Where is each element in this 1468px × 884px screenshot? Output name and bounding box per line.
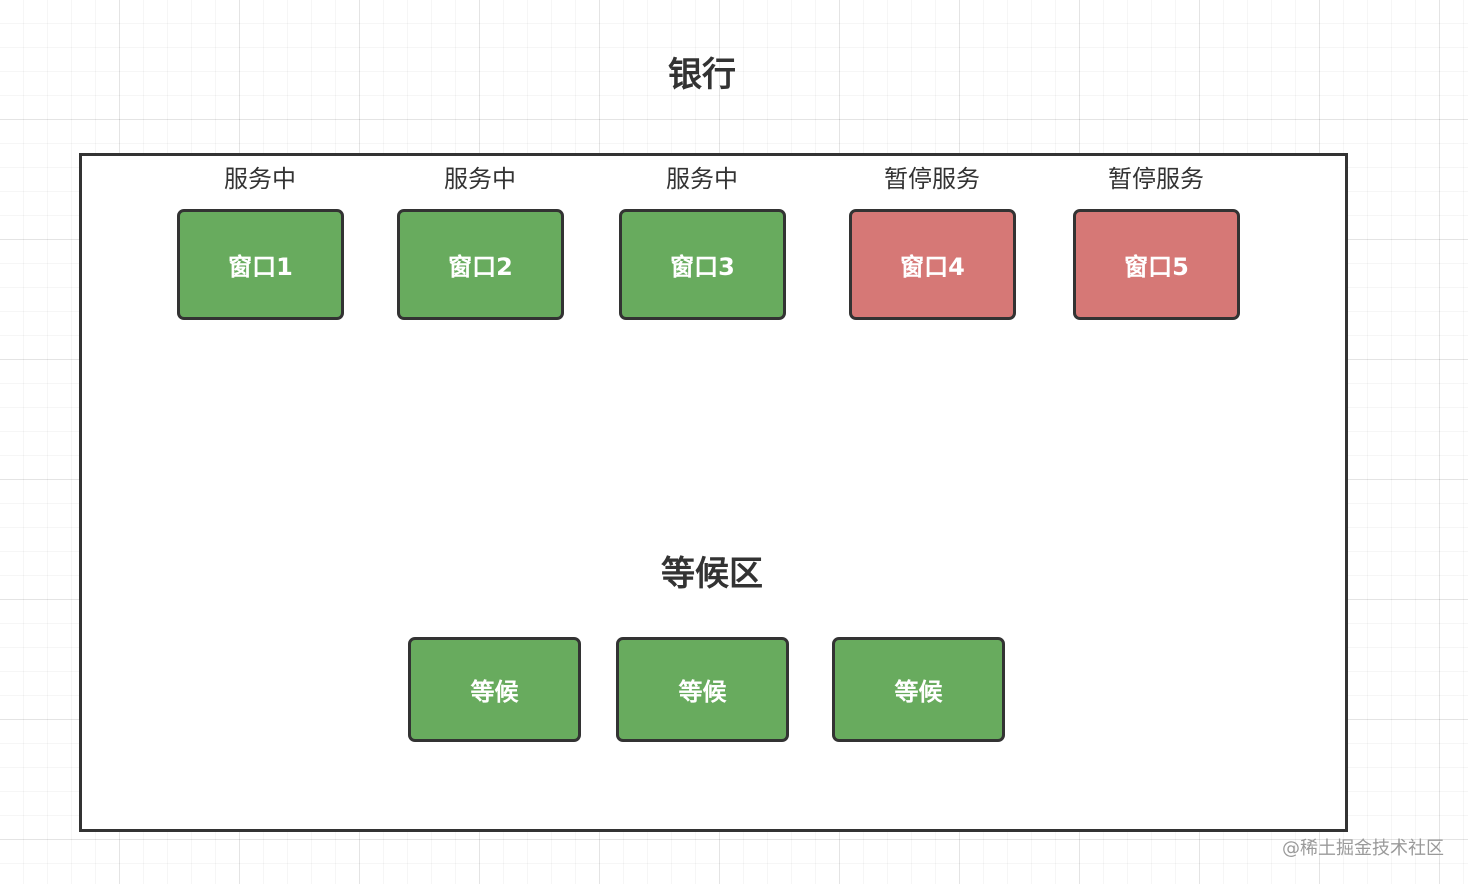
- window-3: 窗口3: [619, 209, 786, 320]
- waiting-slot-1: 等候: [408, 637, 581, 742]
- watermark: @稀土掘金技术社区: [1282, 838, 1444, 859]
- window-5-status: 暂停服务: [1108, 165, 1204, 193]
- bank-title: 银行: [668, 55, 736, 95]
- window-2-status: 服务中: [444, 165, 516, 193]
- window-1: 窗口1: [177, 209, 344, 320]
- waiting-area-title: 等候区: [661, 554, 763, 594]
- window-4-status: 暂停服务: [884, 165, 980, 193]
- waiting-slot-2: 等候: [616, 637, 789, 742]
- window-4: 窗口4: [849, 209, 1016, 320]
- window-1-status: 服务中: [224, 165, 296, 193]
- window-5: 窗口5: [1073, 209, 1240, 320]
- window-2: 窗口2: [397, 209, 564, 320]
- waiting-slot-3: 等候: [832, 637, 1005, 742]
- window-3-status: 服务中: [666, 165, 738, 193]
